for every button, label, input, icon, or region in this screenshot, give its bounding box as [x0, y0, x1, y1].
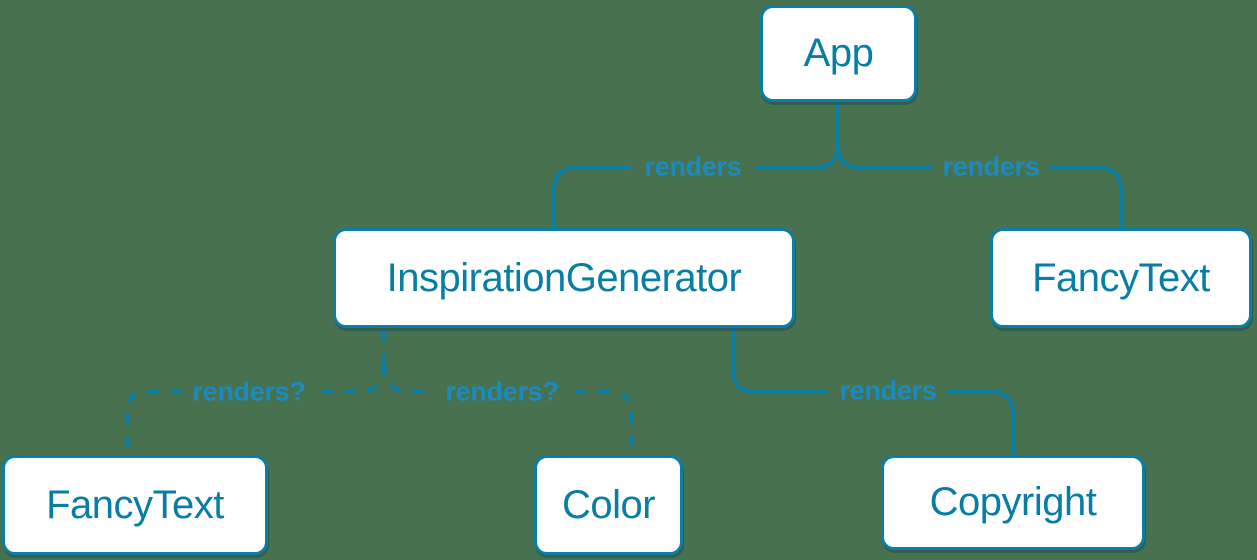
edge-segment [1049, 165, 1123, 230]
edge-label-renders-app-fancytext: renders [942, 151, 1040, 182]
edge-inspirationgenerator-to-copyright [731, 326, 1015, 457]
node-fancy-text-top: FancyText [990, 228, 1252, 328]
edge-label-renders-conditional-fancytext: renders? [192, 376, 306, 407]
node-label: InspirationGenerator [386, 255, 742, 300]
node-label: FancyText [46, 482, 224, 527]
node-fancy-text-bottom: FancyText [2, 455, 268, 555]
edge-segment [948, 389, 1015, 457]
edge-segment [836, 144, 933, 170]
node-label: Color [561, 482, 656, 527]
edge-app-to-fancytext [836, 144, 1123, 230]
edge-label-renders-inspirationgenerator-copyright: renders [839, 375, 937, 406]
edge-segment [552, 165, 632, 230]
edge-segment [125, 390, 182, 455]
edge-segment [318, 363, 386, 394]
edge-segment [731, 326, 828, 394]
node-label: App [803, 31, 874, 75]
edge-inspirationgenerator-to-color-conditional [382, 363, 634, 455]
edge-segment [382, 363, 430, 394]
node-color: Color [534, 455, 683, 555]
edge-segment [755, 101, 840, 170]
edge-label-renders-app-inspirationgenerator: renders [644, 151, 742, 182]
edge-segment [575, 390, 634, 455]
edge-label-renders-conditional-color: renders? [445, 376, 559, 407]
node-copyright: Copyright [881, 455, 1145, 550]
node-label: Copyright [929, 480, 1097, 524]
node-label: FancyText [1032, 255, 1210, 300]
node-inspiration-generator: InspirationGenerator [333, 228, 795, 328]
node-app: App [760, 5, 917, 102]
